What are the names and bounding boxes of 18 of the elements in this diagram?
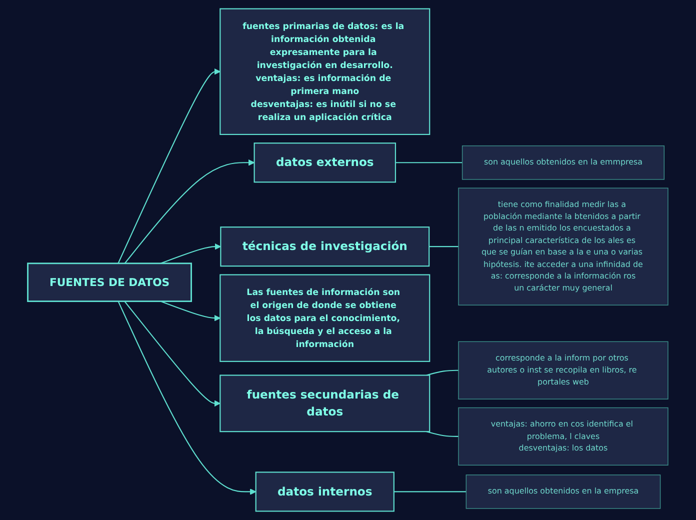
node-box: fuentes primarias de datos: es la información obtenida expresamente para la investigación en desarrollo. ventajas: es información de primera mano desventajas: es inútil si no se realiza un aplicación crítica xyxy=(220,8,430,135)
connector xyxy=(426,431,459,437)
arrow xyxy=(118,68,221,264)
arrow xyxy=(160,243,222,264)
node-box: datos externos xyxy=(254,142,396,183)
node-box: fuentes secundarias de datos xyxy=(220,374,430,432)
node-box: datos internos xyxy=(255,472,395,512)
arrow xyxy=(160,300,221,322)
node-box: FUENTES DE DATOS xyxy=(27,262,192,302)
connector xyxy=(426,370,459,376)
connector xyxy=(394,491,466,492)
connector xyxy=(396,162,462,164)
node-box: Las fuentes de información son el origen de donde se obtiene los datos para el conocimiento, la búsqueda y el acceso a la información xyxy=(220,274,430,362)
arrow xyxy=(124,300,221,407)
arrow xyxy=(124,159,255,264)
node-box: técnicas de investigación xyxy=(220,226,430,267)
connector xyxy=(429,246,459,248)
arrow xyxy=(118,301,256,495)
